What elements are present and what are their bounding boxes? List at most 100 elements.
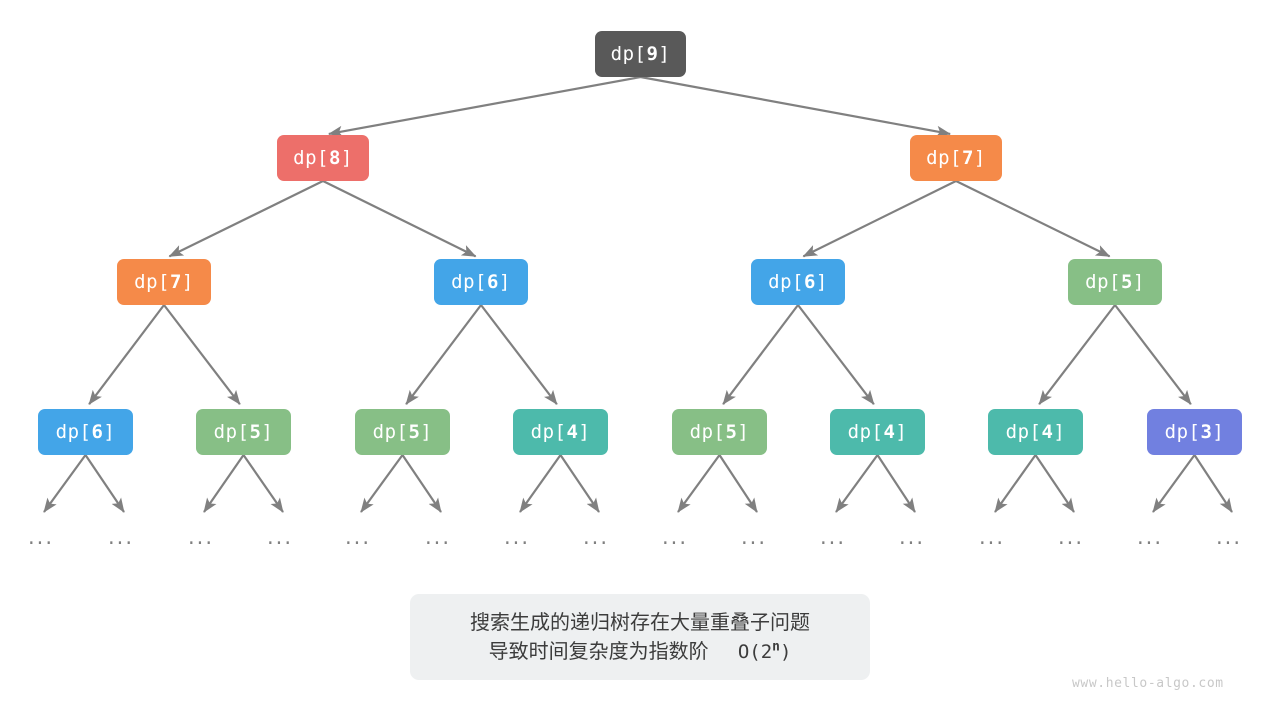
node-label-suffix: ] [261,421,274,443]
caption-line-1: 搜索生成的递归树存在大量重叠子问题 [470,609,810,634]
edge-n3-n7 [88,304,165,405]
tree-node-dp4: dp[4] [988,409,1083,455]
node-label-prefix: dp[ [689,421,726,443]
tree-node-dp6: dp[6] [751,259,845,305]
tree-node-dp6: dp[6] [434,259,528,305]
node-label-suffix: ] [973,147,986,169]
ellipsis-mark: ... [345,525,372,549]
node-label-suffix: ] [1132,271,1145,293]
tree-node-dp9: dp[9] [595,31,686,77]
node-label-prefix: dp[ [768,271,804,293]
caption-line-2-text: 导致时间复杂度为指数阶 [488,638,709,663]
edge-n5-n11 [722,304,799,405]
edge-n4-n9 [405,304,482,405]
leaf-edge-n8-3 [242,454,284,513]
node-label-prefix: dp[ [530,421,567,443]
edge-n5-n12 [797,304,875,405]
leaf-edge-n12-11 [876,454,916,513]
ellipsis-mark: ... [267,525,294,549]
leaf-edge-n10-6 [519,454,562,513]
tree-node-dp3: dp[3] [1147,409,1242,455]
edge-n0-n1 [328,75,641,138]
ellipsis-mark: ... [741,525,768,549]
complexity-notation: O(2n) [715,639,792,663]
ellipsis-mark: ... [425,525,452,549]
edge-n6-n14 [1114,304,1192,405]
node-label-suffix: ] [181,271,194,293]
leaf-edge-n13-13 [1034,454,1075,513]
edge-n0-n2 [640,75,951,138]
edge-n4-n10 [480,304,558,405]
node-label-suffix: ] [1053,421,1066,443]
edge-n1-n4 [322,180,477,258]
node-label-suffix: ] [895,421,908,443]
leaf-edge-n12-10 [835,454,879,513]
leaf-edge-n7-1 [84,454,125,513]
edge-n3-n8 [163,304,241,405]
node-label-suffix: ] [103,421,116,443]
ellipsis-mark: ... [820,525,847,549]
ellipsis-mark: ... [1216,525,1243,549]
node-label-index: 6 [803,271,816,293]
node-label-index: 3 [1200,421,1213,443]
ellipsis-mark: ... [188,525,215,549]
edge-n2-n6 [955,180,1111,258]
node-label-index: 4 [1041,421,1054,443]
node-label-index: 6 [91,421,104,443]
node-label-prefix: dp[ [1005,421,1042,443]
node-label-index: 5 [408,421,421,443]
node-label-suffix: ] [420,421,433,443]
tree-node-dp4: dp[4] [830,409,925,455]
node-label-index: 9 [646,43,659,65]
node-label-prefix: dp[ [293,147,329,169]
tree-node-dp5: dp[5] [672,409,767,455]
node-label-suffix: ] [578,421,591,443]
watermark: www.hello-algo.com [1072,676,1224,691]
node-label-suffix: ] [498,271,511,293]
node-label-index: 4 [883,421,896,443]
tree-node-dp8: dp[8] [277,135,369,181]
tree-node-dp6: dp[6] [38,409,133,455]
leaf-edge-n13-12 [994,454,1037,513]
leaf-edge-n9-5 [401,454,442,513]
node-label-index: 5 [1120,271,1133,293]
tree-node-dp7: dp[7] [117,259,211,305]
node-label-index: 6 [486,271,499,293]
leaf-edge-n7-0 [43,454,87,513]
leaf-edge-n11-8 [677,454,721,513]
node-label-prefix: dp[ [1085,271,1121,293]
node-label-prefix: dp[ [372,421,409,443]
node-label-prefix: dp[ [610,43,647,65]
caption-box: 搜索生成的递归树存在大量重叠子问题 导致时间复杂度为指数阶 O(2n) [410,594,870,680]
ellipsis-mark: ... [504,525,531,549]
node-label-prefix: dp[ [134,271,170,293]
node-label-suffix: ] [340,147,353,169]
edge-n1-n3 [168,180,324,258]
node-label-suffix: ] [658,43,671,65]
edge-n6-n13 [1038,304,1116,405]
node-label-index: 7 [961,147,974,169]
leaf-edge-n9-4 [360,454,404,513]
leaf-edge-n8-2 [203,454,245,513]
node-label-suffix: ] [1212,421,1225,443]
ellipsis-mark: ... [899,525,926,549]
ellipsis-mark: ... [979,525,1006,549]
node-label-index: 4 [566,421,579,443]
node-label-index: 7 [169,271,182,293]
ellipsis-mark: ... [1058,525,1085,549]
leaf-edge-n14-14 [1152,454,1196,513]
ellipsis-mark: ... [1137,525,1164,549]
complexity-close: ) [779,640,792,663]
tree-node-dp5: dp[5] [196,409,291,455]
complexity-base: O(2 [737,640,773,663]
node-label-suffix: ] [737,421,750,443]
complexity-exponent: n [772,639,780,655]
node-label-index: 5 [249,421,262,443]
node-label-index: 5 [725,421,738,443]
node-label-index: 8 [328,147,341,169]
node-label-prefix: dp[ [926,147,962,169]
tree-node-dp5: dp[5] [355,409,450,455]
leaf-edge-n11-9 [718,454,758,513]
ellipsis-mark: ... [583,525,610,549]
